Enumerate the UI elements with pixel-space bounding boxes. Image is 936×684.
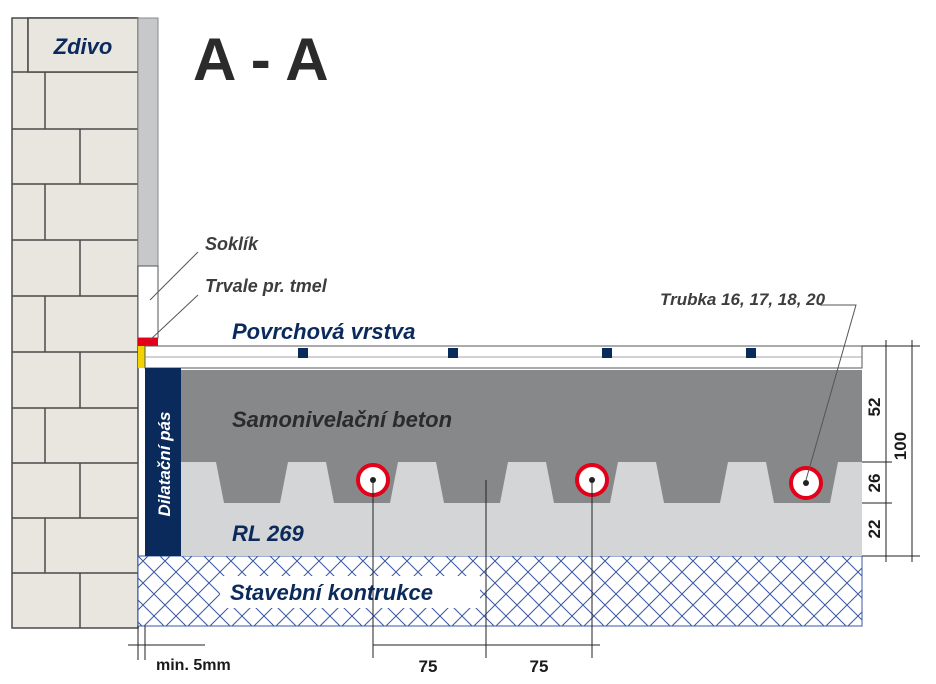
surface-layer-label: Povrchová vrstva: [232, 319, 415, 344]
screed-height-label: 52: [865, 398, 884, 417]
surface-markers: [298, 348, 756, 358]
leader-lines: [149, 251, 857, 481]
pipe-dimension-lines: [128, 480, 600, 660]
expansion-strip: [145, 368, 181, 556]
plaster-strip: [137, 17, 159, 267]
gap-dimension-label: min. 5mm: [156, 657, 231, 674]
structure-label-bg: [220, 576, 480, 608]
pipe: [789, 466, 823, 500]
panel-height-label: 26: [865, 474, 884, 493]
pipe-spacing-label: 75: [530, 657, 549, 676]
skirting-label: Soklík: [205, 234, 259, 254]
structure-label: Stavební kontrukce: [230, 580, 433, 605]
gap-marker: [138, 346, 145, 368]
skirting-board: [137, 265, 159, 339]
expansion-strip-label: Dilatační pás: [155, 412, 174, 517]
sealant-strip: [138, 338, 158, 346]
sealant-label: Trvale pr. tmel: [205, 276, 328, 296]
panel-label: RL 269: [232, 521, 305, 546]
screed-layer: [145, 370, 862, 503]
height-dimension-lines: [862, 340, 920, 562]
pipe-spacing-label: 75: [419, 657, 438, 676]
pipe-label: Trubka 16, 17, 18, 20: [660, 290, 826, 309]
wall-label: Zdivo: [53, 34, 113, 59]
base-height-label: 22: [865, 520, 884, 539]
brick-wall: [11, 17, 139, 629]
screed-label: Samonivelační beton: [232, 407, 452, 432]
total-height-label: 100: [891, 432, 910, 460]
section-title: A - A: [193, 26, 329, 93]
